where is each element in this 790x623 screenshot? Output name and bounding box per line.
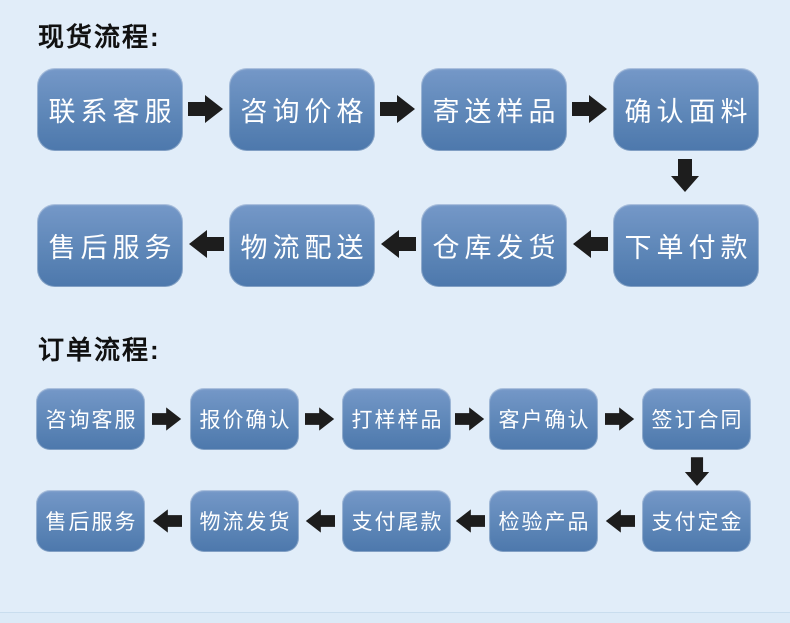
arrow-right-icon (455, 406, 485, 432)
flow1-title: 现货流程: (38, 22, 161, 52)
arrow-left-icon (152, 508, 182, 534)
flow1-step-logistics: 物流配送 (229, 204, 375, 287)
flow2-title: 订单流程: (38, 335, 161, 365)
arrow-right-icon (605, 406, 635, 432)
flow1-step-confirm-fabric: 确认面料 (613, 68, 759, 151)
flow2-step-client-confirm: 客户确认 (489, 388, 598, 450)
arrow-left-icon (305, 508, 335, 534)
flow2-step-pay-deposit: 支付定金 (642, 490, 751, 552)
flow1-step-ask-price: 咨询价格 (229, 68, 375, 151)
footer-band (0, 612, 790, 623)
arrow-left-icon (605, 508, 635, 534)
flow2-step-ask-service: 咨询客服 (36, 388, 145, 450)
flow2-step-logistics-ship: 物流发货 (190, 490, 299, 552)
arrow-right-icon (152, 406, 182, 432)
arrow-right-icon (380, 94, 416, 124)
arrow-left-icon (455, 508, 485, 534)
arrow-right-icon (572, 94, 608, 124)
arrow-left-icon (188, 229, 224, 259)
flow1-step-after-sale: 售后服务 (37, 204, 183, 287)
flow2-step-pay-balance: 支付尾款 (342, 490, 451, 552)
arrow-left-icon (380, 229, 416, 259)
arrow-left-icon (572, 229, 608, 259)
flow1-step-order-pay: 下单付款 (613, 204, 759, 287)
arrow-down-icon (670, 159, 700, 193)
flow1-step-warehouse-ship: 仓库发货 (421, 204, 567, 287)
arrow-right-icon (188, 94, 224, 124)
flow2-step-sign-contract: 签订合同 (642, 388, 751, 450)
flow2-step-inspect-product: 检验产品 (489, 490, 598, 552)
flow2-step-make-sample: 打样样品 (342, 388, 451, 450)
flow1-step-send-sample: 寄送样品 (421, 68, 567, 151)
flow1-step-contact-service: 联系客服 (37, 68, 183, 151)
arrow-down-icon (684, 457, 710, 487)
arrow-right-icon (305, 406, 335, 432)
flow2-step-after-sale: 售后服务 (36, 490, 145, 552)
flow2-step-quote-confirm: 报价确认 (190, 388, 299, 450)
